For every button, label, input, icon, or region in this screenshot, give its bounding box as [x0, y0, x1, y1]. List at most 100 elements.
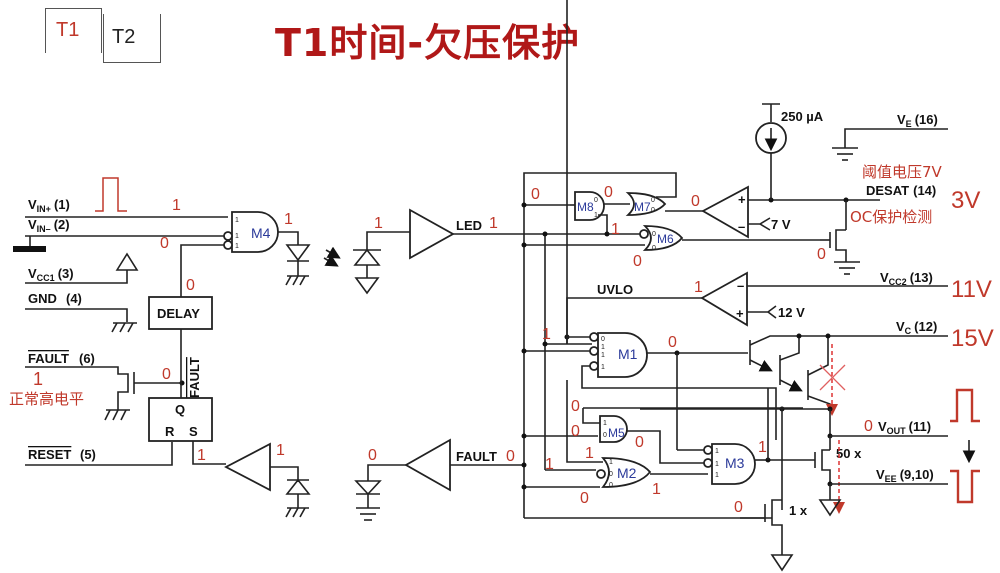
svg-text:0: 0 — [651, 207, 655, 214]
svg-text:Q: Q — [175, 402, 185, 417]
fault-output-buffer: 0 FAULT 0 — [354, 438, 524, 521]
pin-ve-group: VE(16) — [832, 112, 948, 161]
svg-text:M5: M5 — [608, 426, 625, 440]
page-title: T1时间-欠压保护 — [275, 21, 581, 65]
vout-low-waveform — [950, 469, 980, 504]
svg-text:1: 1 — [715, 448, 719, 455]
svg-text:50 x: 50 x — [836, 446, 862, 461]
svg-text:0: 0 — [162, 366, 171, 383]
svg-text:0: 0 — [571, 423, 580, 440]
vout-high-waveform — [950, 388, 980, 423]
gate-m6: M6 00 0 — [633, 225, 820, 270]
pin-vin-minus: VIN–(2) — [28, 217, 70, 234]
bus-wires: 0 1 UVLO 1 — [521, 172, 772, 519]
svg-text:M1: M1 — [618, 346, 638, 362]
tab-t1-label: T1 — [56, 19, 80, 41]
mosfet-1x: 1 x 0 — [734, 499, 808, 572]
svg-text:–: – — [738, 219, 745, 234]
state-m4-out: 1 — [284, 211, 293, 228]
tab-t2-label: T2 — [112, 26, 136, 48]
desat-mosfet: 0 — [817, 200, 860, 275]
fault-vertical-label: FAULT — [187, 357, 202, 398]
svg-text:0: 0 — [531, 186, 540, 203]
gate-m4: 111 M4 1 0 — [180, 211, 299, 297]
annotation-fault-normal: 正常高电平 — [9, 390, 84, 408]
svg-text:0: 0 — [652, 231, 656, 238]
svg-text:1: 1 — [235, 233, 239, 240]
annotation-threshold: 阈值电压7V — [862, 163, 943, 181]
svg-text:M3: M3 — [725, 455, 745, 471]
state-vin-plus: 1 — [172, 197, 181, 214]
delay-block: DELAY FAULT — [148, 296, 213, 398]
svg-text:M4: M4 — [251, 225, 271, 241]
uvlo-comparator: – + 12 V — [700, 271, 948, 327]
svg-text:–: – — [737, 278, 744, 293]
svg-text:(5): (5) — [80, 447, 96, 462]
svg-text:0: 0 — [668, 334, 677, 351]
svg-text:0: 0 — [609, 471, 613, 478]
svg-text:1: 1 — [652, 481, 661, 498]
svg-text:1 x: 1 x — [789, 503, 808, 518]
led-receiver: 1 LED 1 — [353, 208, 648, 295]
pin-ve: VE(16) — [897, 112, 938, 129]
svg-text:1: 1 — [715, 472, 719, 479]
svg-text:+: + — [736, 306, 744, 321]
svg-text:1: 1 — [758, 439, 767, 456]
svg-text:UVLO: UVLO — [597, 282, 633, 297]
state-delay-out: 0 — [186, 277, 195, 294]
rs-latch: Q R S 1 — [148, 397, 226, 465]
svg-text:0: 0 — [603, 432, 607, 439]
gate-m2: 100 M2 1 1 0 1 — [545, 0, 708, 507]
svg-text:7 V: 7 V — [771, 217, 791, 232]
svg-text:1: 1 — [609, 459, 613, 466]
input-section: VIN+(1) 1 VIN–(2) 0 VCC1(3) GND (4) FAUL… — [9, 177, 228, 466]
gate-m8: M8 01 1 0 — [570, 184, 630, 238]
ground-triangle-icon — [354, 277, 380, 295]
svg-text:0: 0 — [368, 447, 377, 464]
supply-vcc1-icon — [115, 252, 139, 271]
vin-pulse-waveform — [95, 177, 127, 212]
svg-text:0: 0 — [601, 336, 605, 343]
svg-text:0: 0 — [691, 193, 700, 210]
svg-text:1: 1 — [542, 326, 551, 343]
svg-text:1: 1 — [489, 215, 498, 232]
svg-text:0: 0 — [817, 246, 826, 263]
svg-text:0: 0 — [580, 490, 589, 507]
tab-t2[interactable]: T2 — [103, 14, 161, 63]
led-buffer — [409, 208, 455, 260]
pin-gnd: GND — [28, 291, 57, 306]
svg-text:1: 1 — [235, 217, 239, 224]
pin-desat: DESAT(14) — [866, 183, 936, 198]
svg-text:LED: LED — [456, 218, 482, 233]
svg-text:1: 1 — [694, 279, 703, 296]
svg-text:M7: M7 — [634, 200, 651, 214]
vc-voltage: 15V — [951, 325, 994, 352]
gate-m7: M7 00 0 — [625, 192, 703, 216]
annotation-oc-detect: OC保护检测 — [850, 208, 932, 226]
svg-text:S: S — [189, 424, 198, 439]
pin-vout: VOUT(11) — [878, 419, 931, 436]
svg-text:1: 1 — [601, 352, 605, 359]
svg-text:M2: M2 — [617, 465, 637, 481]
svg-text:0: 0 — [594, 197, 598, 204]
svg-text:M8: M8 — [577, 200, 594, 214]
state-vin-minus: 0 — [160, 235, 169, 252]
desat-comparator: + – 7 V — [701, 185, 880, 239]
svg-text:R: R — [165, 424, 175, 439]
ground-bar — [13, 246, 46, 252]
svg-text:1: 1 — [611, 221, 620, 238]
svg-text:0: 0 — [609, 482, 613, 489]
svg-text:1: 1 — [374, 215, 383, 232]
fault-buffer-left: 1 — [224, 442, 311, 518]
pin-vin-plus: VIN+(1) — [28, 197, 70, 214]
svg-text:0: 0 — [864, 418, 873, 435]
tab-t1[interactable]: T1 — [45, 8, 102, 53]
svg-text:1: 1 — [585, 445, 594, 462]
pin-fault: FAULT — [28, 351, 69, 366]
svg-text:12 V: 12 V — [778, 305, 805, 320]
pin-vee: VEE(9,10) — [876, 467, 934, 484]
svg-text:1: 1 — [715, 461, 719, 468]
svg-text:1: 1 — [601, 364, 605, 371]
